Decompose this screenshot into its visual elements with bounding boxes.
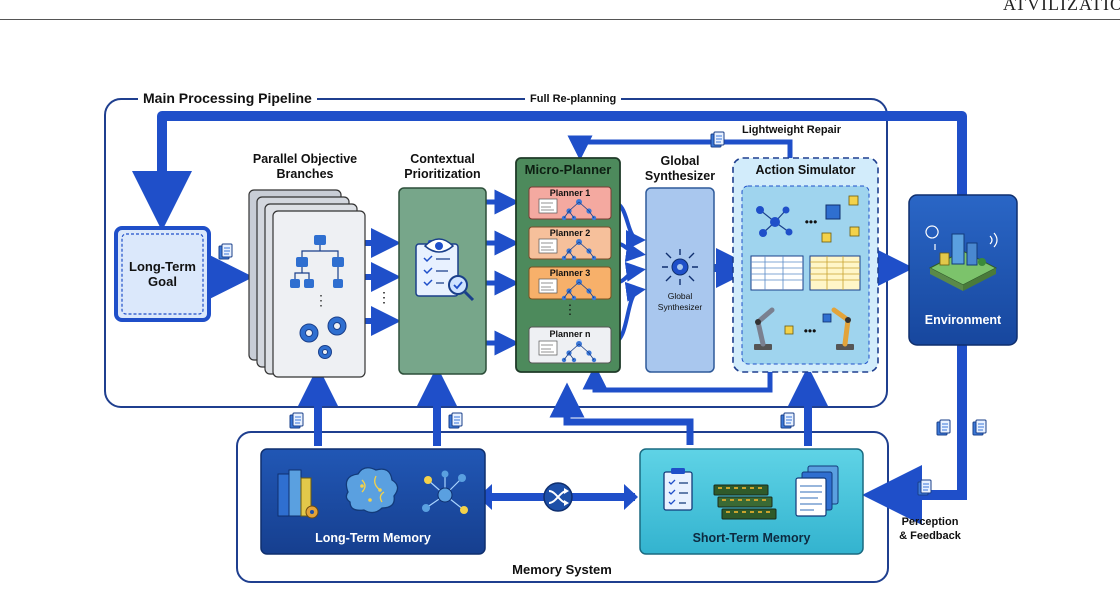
memory-system-title: Memory System [512,562,612,577]
planner-2-label: Planner 2 [549,228,591,238]
svg-text:⋮: ⋮ [314,292,328,308]
clipboard-icon [663,468,693,511]
hierarchy-icon [290,235,344,288]
planner-n-label: Planner n [549,329,591,339]
stm-to-planner-arrow [549,382,694,445]
document-icon [289,412,304,429]
brain-icon [345,467,399,514]
running-title: ATVILIZATIO [1003,0,1120,14]
action-simulator-title: Action Simulator [755,163,856,177]
pipeline-title: Main Processing Pipeline [138,90,317,106]
sim-feedback-arrow [582,364,773,393]
lightweight-repair-label: Lightweight Repair [742,124,841,136]
planner-3-label: Planner 3 [549,268,591,278]
micro-planner-title: Micro-Planner [524,162,612,177]
header-rule [0,19,1120,20]
short-term-memory-label: Short-Term Memory [692,531,811,545]
long-term-goal-box [114,226,211,322]
svg-text:⋮: ⋮ [377,289,391,305]
perception-arrow [861,345,967,525]
document-icon [710,131,725,148]
document-icon [936,419,951,436]
document-icon [218,243,233,260]
branch-card-front [272,210,366,378]
environment-label: Environment [924,313,1002,327]
long-term-memory-label: Long-Term Memory [315,531,431,545]
document-icon [780,412,795,429]
document-icon [448,412,463,429]
document-icon [917,479,932,496]
planner-ellipsis: ⋮ [563,302,577,317]
knowledge-graph-icon [422,470,468,514]
books-icon [277,469,319,519]
table-icon [750,255,861,291]
city-icon [925,225,998,291]
gears-icon [299,316,347,359]
document-icon [972,419,987,436]
perception-feedback-label: Perception& Feedback [899,516,961,542]
full-replanning-label: Full Re-planning [525,93,622,105]
svg-text:•••: ••• [804,324,817,338]
ram-chip-icon [713,484,777,520]
network-cubes-icon: ••• [756,195,860,243]
eye-checklist-icon [415,238,475,302]
robot-arm-icon: ••• [754,307,854,350]
synthesizer-hub-icon [662,249,698,285]
full-replanning-arrow [132,111,967,232]
stacked-windows-icon [795,465,839,517]
lightweight-repair-arrow [567,135,793,165]
svg-text:•••: ••• [805,215,818,229]
planner-1-label: Planner 1 [549,188,591,198]
